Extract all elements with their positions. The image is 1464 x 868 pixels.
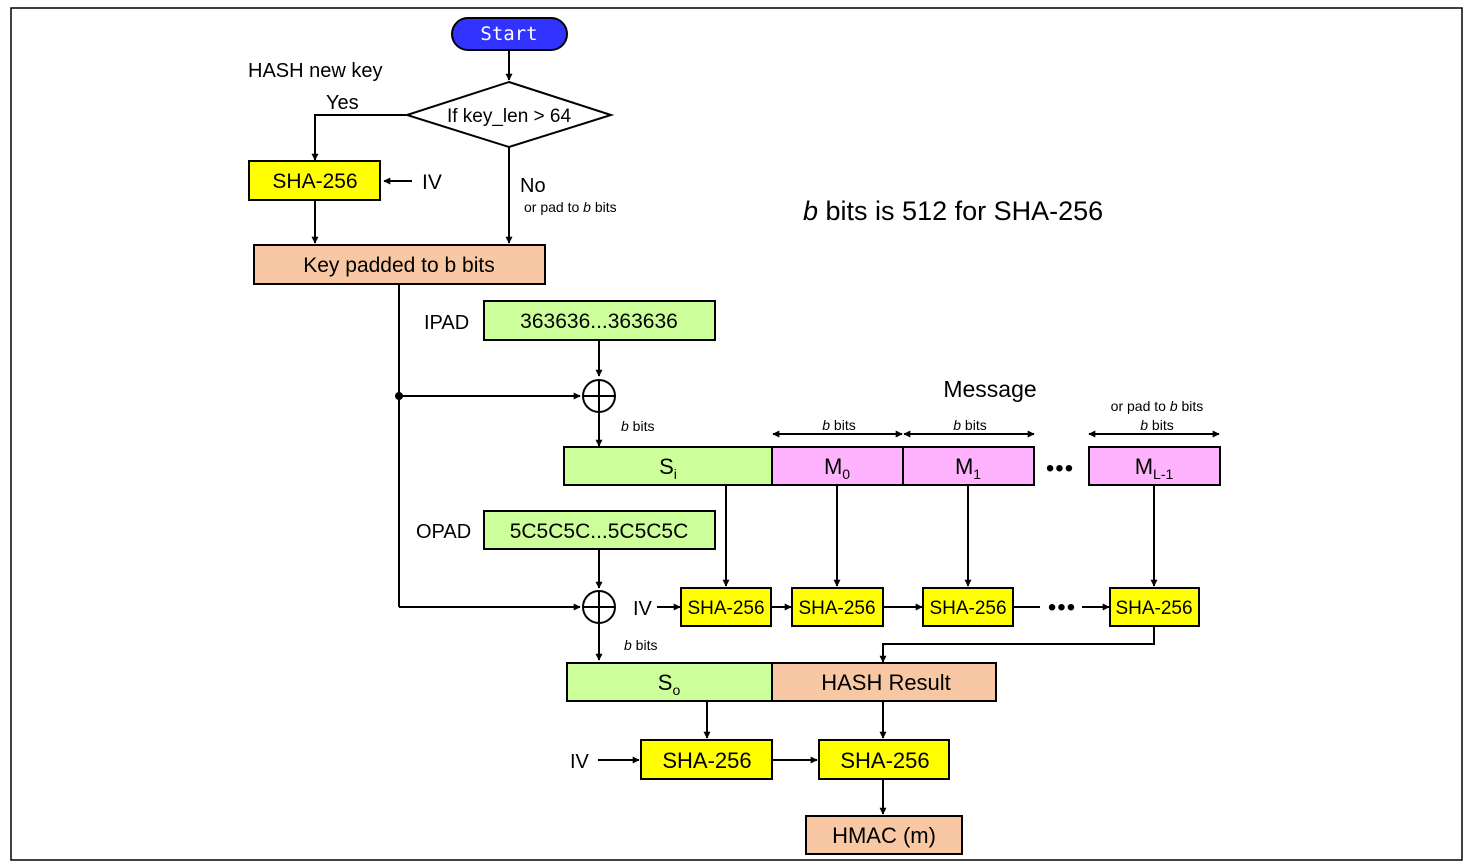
m0-bbits-label: b bits: [822, 417, 855, 433]
message-block-ml1: ML-1: [1088, 446, 1221, 486]
chain-ellipsis: •••: [1048, 594, 1076, 621]
sha-key-label: SHA-256: [272, 170, 357, 193]
so-block: So: [566, 662, 773, 702]
ml1-label: ML-1: [1135, 454, 1174, 482]
sha-chain-2-box: [791, 587, 884, 627]
no-label: No: [520, 175, 546, 197]
message-block-m1: M1: [902, 446, 1035, 486]
ml-pad-note: or pad to b bits: [1111, 398, 1204, 414]
sha256-final-1: SHA-256: [640, 739, 773, 780]
start-terminal: Start: [451, 17, 568, 51]
hash-result-label: HASH Result: [821, 670, 951, 695]
start-shape: [451, 17, 568, 51]
outer-bbits-label: b bits: [624, 637, 657, 653]
sha-final-1-box: [640, 739, 773, 780]
message-block-m0: M0: [771, 446, 904, 486]
sha-chain-3-box: [922, 587, 1014, 627]
decision-diamond: [403, 80, 615, 149]
hash-result-block: HASH Result: [771, 662, 997, 702]
decision-label: If key_len > 64: [447, 106, 572, 127]
diagram-frame: [10, 7, 1463, 861]
start-label: Start: [480, 23, 537, 45]
opad-box: [483, 510, 716, 550]
key-padded-label: Key padded to b bits: [303, 254, 494, 277]
sha-key-box: [248, 160, 381, 201]
ml-bbits-label: b bits: [1140, 417, 1173, 433]
message-ellipsis: •••: [1046, 455, 1074, 482]
no-pad-note: or pad to b bits: [524, 199, 617, 215]
sha-chain-1-label: SHA-256: [687, 598, 764, 619]
sha-chain-1-box: [680, 587, 772, 627]
opad-value: 5C5C5C...5C5C5C: [510, 520, 689, 543]
m1-box: [902, 446, 1035, 486]
m0-box: [771, 446, 904, 486]
key-padded-block: Key padded to b bits: [253, 244, 546, 285]
si-label: Si: [659, 454, 677, 482]
sha256-chain-4: SHA-256: [1109, 587, 1200, 627]
ipad-box: [483, 300, 716, 341]
sha-chain-4-label: SHA-256: [1115, 598, 1192, 619]
connectors: [311, 50, 1220, 815]
so-label: So: [658, 670, 681, 698]
hmac-box: [805, 815, 963, 855]
ipad-value: 363636...363636: [520, 310, 678, 333]
m1-bbits-label: b bits: [953, 417, 986, 433]
sha256-chain-2: SHA-256: [791, 587, 884, 627]
xor-outer: [582, 590, 616, 624]
ml1-box: [1088, 446, 1221, 486]
ipad-label: IPAD: [424, 312, 469, 334]
hash-result-box: [771, 662, 997, 702]
xor-inner: [582, 379, 616, 413]
opad-block: 5C5C5C...5C5C5C: [483, 510, 716, 550]
sha-chain-3-label: SHA-256: [929, 598, 1006, 619]
hmac-label: HMAC (m): [832, 823, 936, 848]
so-box: [566, 662, 773, 702]
hash-new-key-label: HASH new key: [248, 60, 383, 82]
sha-chain-4-box: [1109, 587, 1200, 627]
m1-label: M1: [955, 454, 981, 482]
inner-bbits-label: b bits: [621, 418, 654, 434]
iv-label-final: IV: [570, 751, 590, 773]
message-label: Message: [943, 376, 1036, 402]
sha-final-2-box: [818, 739, 950, 780]
key-padded-box: [253, 244, 546, 285]
sha-final-1-label: SHA-256: [662, 748, 751, 773]
iv-label-top: IV: [422, 171, 442, 194]
sha256-final-2: SHA-256: [818, 739, 950, 780]
si-block: Si: [563, 446, 773, 486]
sha-final-2-label: SHA-256: [840, 748, 929, 773]
iv-label-chain: IV: [633, 598, 653, 620]
yes-label: Yes: [326, 92, 359, 114]
sha256-key-hash: SHA-256: [248, 160, 381, 201]
key-length-decision: If key_len > 64: [403, 80, 615, 149]
sha256-chain-3: SHA-256: [922, 587, 1014, 627]
ipad-block: 363636...363636: [483, 300, 716, 341]
hmac-output: HMAC (m): [805, 815, 963, 855]
opad-label: OPAD: [416, 521, 471, 543]
sha-chain-2-label: SHA-256: [798, 598, 875, 619]
m0-label: M0: [824, 454, 850, 482]
sha256-chain-1: SHA-256: [680, 587, 772, 627]
block-size-note: b bits is 512 for SHA-256: [803, 196, 1103, 226]
